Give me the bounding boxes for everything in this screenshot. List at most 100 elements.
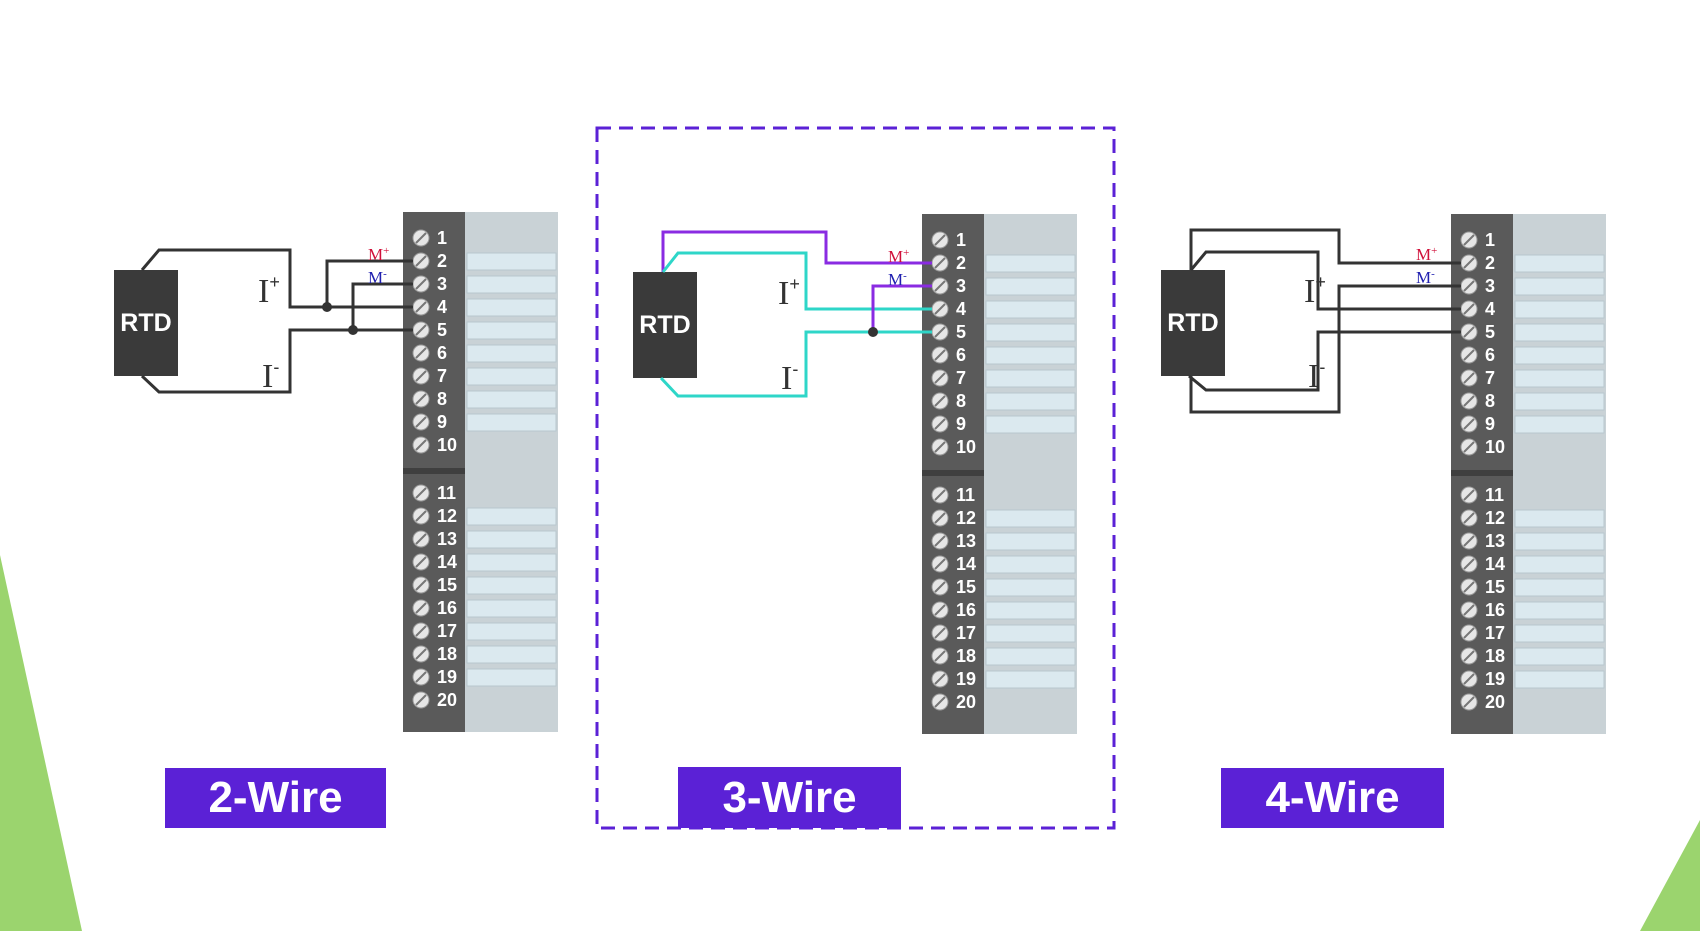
terminal-number: 10 <box>437 435 458 455</box>
wire-measure-minus <box>351 282 413 330</box>
channel-slot <box>466 367 557 386</box>
screw-slot <box>1463 627 1475 639</box>
channel-slot <box>1514 670 1605 689</box>
wire-current-minus <box>140 328 413 394</box>
wire-current-minus <box>1188 330 1461 392</box>
terminal-number: 16 <box>437 598 458 618</box>
screw-slot <box>1463 535 1475 547</box>
screw-slot <box>934 673 946 685</box>
wire-current-plus <box>661 251 932 311</box>
screw-slot <box>415 487 427 499</box>
current-minus-3-wire: I- <box>781 359 799 397</box>
channel-slot <box>466 390 557 409</box>
channel-slot <box>466 576 557 595</box>
terminal-number: 7 <box>1485 368 1496 388</box>
screw-slot <box>415 602 427 614</box>
screw-slot <box>415 278 427 290</box>
terminal-number: 3 <box>1485 276 1496 296</box>
screw-slot <box>1463 696 1475 708</box>
terminal-number: 17 <box>1485 623 1506 643</box>
terminal-number: 1 <box>437 228 448 248</box>
terminal-number: 12 <box>437 506 458 526</box>
screw-slot <box>934 627 946 639</box>
screw-slot <box>934 535 946 547</box>
terminal-number: 11 <box>956 485 976 505</box>
terminal-number: 17 <box>437 621 458 641</box>
strip-divider <box>922 470 984 476</box>
screw-slot <box>934 489 946 501</box>
terminal-number: 11 <box>1485 485 1505 505</box>
terminal-number: 1 <box>956 230 967 250</box>
label-2-wire: 2-Wire <box>165 768 386 828</box>
rtd-body <box>633 272 697 378</box>
screw-slot <box>1463 581 1475 593</box>
screw-slot <box>934 581 946 593</box>
screw-slot <box>415 393 427 405</box>
screw-slot <box>415 347 427 359</box>
channel-slot <box>985 578 1076 597</box>
terminal-number: 15 <box>956 577 977 597</box>
terminal-number: 12 <box>956 508 977 528</box>
measure-minus-2-wire: M- <box>368 268 387 287</box>
screw-slot <box>934 280 946 292</box>
screw-slot <box>1463 558 1475 570</box>
green-accent-right <box>1640 820 1700 931</box>
terminal-number: 13 <box>437 529 458 549</box>
terminal-number: 20 <box>956 692 977 712</box>
screw-slot <box>934 418 946 430</box>
label-4-wire: 4-Wire <box>1221 768 1444 828</box>
channel-slot <box>985 624 1076 643</box>
terminal-number: 10 <box>956 437 977 457</box>
measure-plus-4-wire: M+ <box>1416 245 1438 264</box>
screw-slot <box>415 370 427 382</box>
wire-measure-plus <box>325 259 413 307</box>
terminal-number: 12 <box>1485 508 1506 528</box>
screw-slot <box>415 625 427 637</box>
screw-slot <box>934 349 946 361</box>
screw-slot <box>415 556 427 568</box>
terminal-number: 1 <box>1485 230 1496 250</box>
terminal-number: 15 <box>1485 577 1506 597</box>
screw-slot <box>1463 395 1475 407</box>
screw-slot <box>415 648 427 660</box>
channel-slot <box>985 254 1076 273</box>
channel-slot <box>985 392 1076 411</box>
wire-measure-plus <box>1189 228 1461 270</box>
screw-slot <box>934 395 946 407</box>
measure-minus-4-wire: M- <box>1416 268 1435 287</box>
channel-slot <box>466 321 557 340</box>
screw-slot <box>1463 257 1475 269</box>
channel-slot <box>466 599 557 618</box>
channel-slot <box>1514 369 1605 388</box>
wire-current-minus <box>659 330 932 398</box>
terminal-number: 18 <box>1485 646 1506 666</box>
channel-slot <box>1514 254 1605 273</box>
screw-slot <box>934 558 946 570</box>
channel-slot <box>985 601 1076 620</box>
current-plus-4-wire: I+ <box>1304 272 1326 310</box>
wire-measure-minus <box>1189 284 1461 414</box>
screw-slot <box>415 694 427 706</box>
screw-slot <box>415 671 427 683</box>
screw-slot <box>415 533 427 545</box>
screw-slot <box>934 696 946 708</box>
screw-slot <box>1463 326 1475 338</box>
channel-slot <box>985 323 1076 342</box>
screw-slot <box>1463 349 1475 361</box>
current-minus-2-wire: I- <box>262 357 280 395</box>
screw-slot <box>415 324 427 336</box>
channel-slot <box>985 300 1076 319</box>
screw-slot <box>934 303 946 315</box>
screw-slot <box>415 510 427 522</box>
current-minus-4-wire: I- <box>1308 357 1326 395</box>
current-plus-2-wire: I+ <box>258 272 280 310</box>
channel-slot <box>1514 323 1605 342</box>
terminal-number: 5 <box>956 322 967 342</box>
screw-slot <box>415 255 427 267</box>
screw-slot <box>934 326 946 338</box>
terminal-number: 8 <box>437 389 448 409</box>
green-accent-left <box>0 555 82 931</box>
channel-slot <box>985 346 1076 365</box>
measure-plus-3-wire: M+ <box>888 247 910 266</box>
terminal-number: 2 <box>437 251 448 271</box>
